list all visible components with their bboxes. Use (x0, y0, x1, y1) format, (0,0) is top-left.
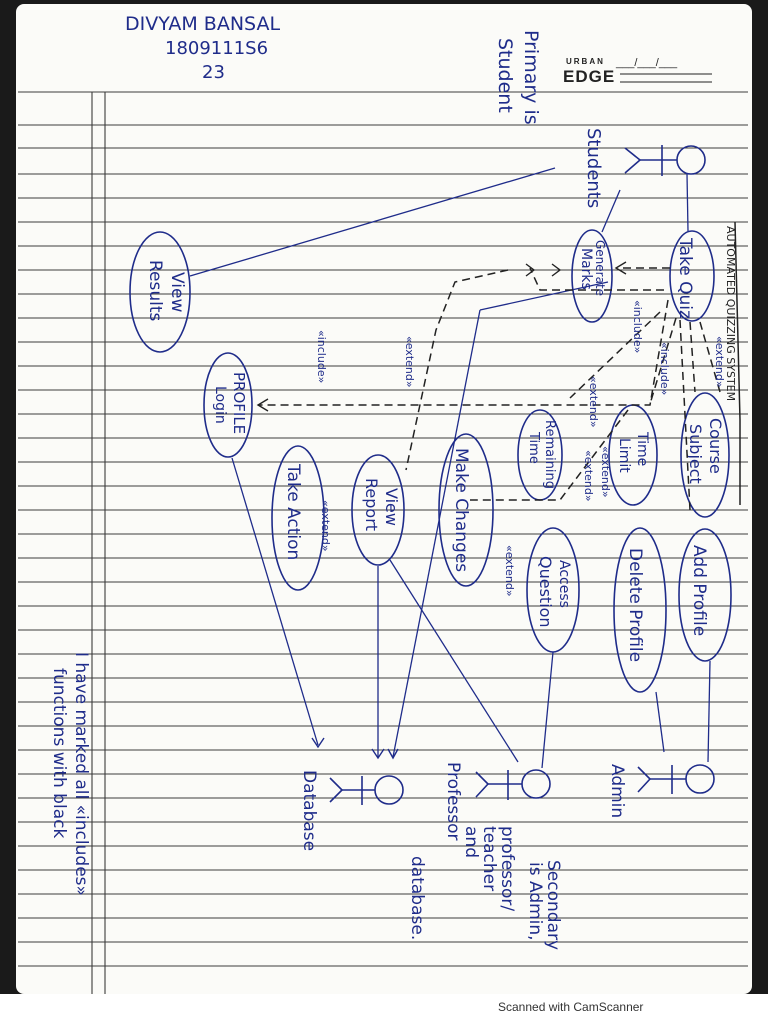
usecase-generate-marks (571, 229, 613, 323)
secondary-note-line-6: database. (407, 856, 427, 940)
system-boundary-label: AUTOMATED QUIZZING SYSTEM (724, 226, 737, 401)
usecase-profile-login-line-2: Login (212, 386, 228, 424)
actor-database (329, 775, 404, 805)
secondary-note: Secondary is Admin, professor/ teacher a… (407, 826, 563, 950)
actor-admin (637, 764, 715, 794)
include-label-2: «include» (315, 330, 328, 383)
usecase-remaining-time-line-2: Time (526, 431, 541, 464)
usecase-add-profile (678, 528, 732, 662)
extend-label-1: «extend» (713, 336, 726, 388)
secondary-note-line-1: Secondary (543, 860, 563, 950)
usecase-remaining-time-line-1: Remaining (542, 420, 557, 489)
black-marking-line-1: I have marked all «includes» (71, 652, 91, 896)
relationship-arrowheads (256, 261, 627, 412)
usecase-take-action (271, 445, 325, 591)
extend-label-6: «extend» (503, 545, 516, 597)
include-label-1: «include» (631, 300, 644, 353)
actor-students (624, 145, 706, 176)
usecase-take-action-label: Take Action (283, 463, 303, 560)
secondary-note-line-4: teacher (479, 826, 499, 891)
usecase-course-subject-line-1: Course (706, 418, 725, 474)
secondary-note-line-2: is Admin, (525, 862, 545, 941)
usecase-view-results-line-1: View (167, 272, 187, 312)
usecase-view-results (129, 231, 191, 353)
brand-small: URBAN (566, 57, 605, 66)
include-label-3: «include» (658, 342, 671, 395)
usecase-make-changes-label: Make Changes (451, 448, 471, 572)
scanner-watermark: Scanned with CamScanner (498, 1000, 644, 1014)
actor-students-label: Students (583, 128, 604, 208)
database-arrowheads (311, 737, 399, 760)
extend-label-3: «extend» (403, 336, 416, 388)
system-boundary (734, 221, 741, 505)
black-marking-line-2: functions with black (49, 668, 69, 838)
usecase-profile-login-line-1: PROFILE (230, 372, 248, 434)
usecase-course-subject-line-2: Subject (686, 424, 705, 484)
extend-label-5: «extend» (319, 500, 332, 552)
usecase-add-profile-label: Add Profile (689, 545, 709, 636)
usecase-view-report-line-2: Report (362, 478, 381, 531)
actor-database-label: Database (299, 770, 319, 851)
scan-footer (0, 994, 768, 1024)
usecase-delete-profile (613, 527, 667, 693)
extend-label-4: «extend» (582, 450, 595, 502)
roll-number: 1809111S6 (165, 38, 268, 59)
usecase-delete-profile-label: Delete Profile (625, 548, 645, 662)
entry-number: 23 (202, 62, 225, 83)
author-name: DIVYAM BANSAL (125, 13, 280, 35)
usecase-generate-marks-line-1: Generate (593, 240, 607, 296)
usecase-access-question-line-2: Question (536, 556, 555, 628)
usecase-view-results-line-2: Results (145, 260, 165, 322)
usecase-make-changes (438, 433, 494, 587)
black-marking-note: I have marked all «includes» functions w… (49, 652, 91, 896)
actor-professor (475, 769, 551, 800)
relationship-dashed-lines (258, 267, 721, 511)
primary-note-line-2: Student (494, 38, 516, 113)
association-lines (189, 167, 711, 769)
notebook-page (16, 4, 752, 994)
usecase-time-limit-line-2: Limit (616, 438, 632, 473)
actor-professor-label: Professor (443, 762, 463, 841)
extend-label-2: «extend» (587, 376, 600, 428)
ruled-lines (18, 91, 748, 967)
brand-large: EDGE (563, 67, 615, 86)
extend-label-7: «extend» (599, 446, 612, 498)
actor-admin-label: Admin (607, 764, 627, 818)
date-blanks: ___/___/___ (615, 57, 678, 69)
usecase-take-quiz (669, 230, 715, 322)
usecase-course-subject (680, 392, 730, 518)
secondary-note-line-3: professor/ (497, 826, 517, 911)
usecase-generate-marks-line-2: Marks (578, 248, 594, 290)
usecase-view-report (351, 454, 405, 566)
usecase-view-report-line-1: View (382, 488, 401, 526)
primary-note: Primary is Student (494, 30, 542, 125)
usecase-profile-login (203, 352, 253, 458)
usecase-access-question-line-1: Access (556, 560, 572, 608)
primary-note-line-1: Primary is (520, 30, 542, 125)
secondary-note-line-5: and (461, 826, 481, 858)
usecase-take-quiz-label: Take Quiz (675, 237, 695, 319)
usecase-time-limit-line-1: Time (634, 431, 650, 466)
